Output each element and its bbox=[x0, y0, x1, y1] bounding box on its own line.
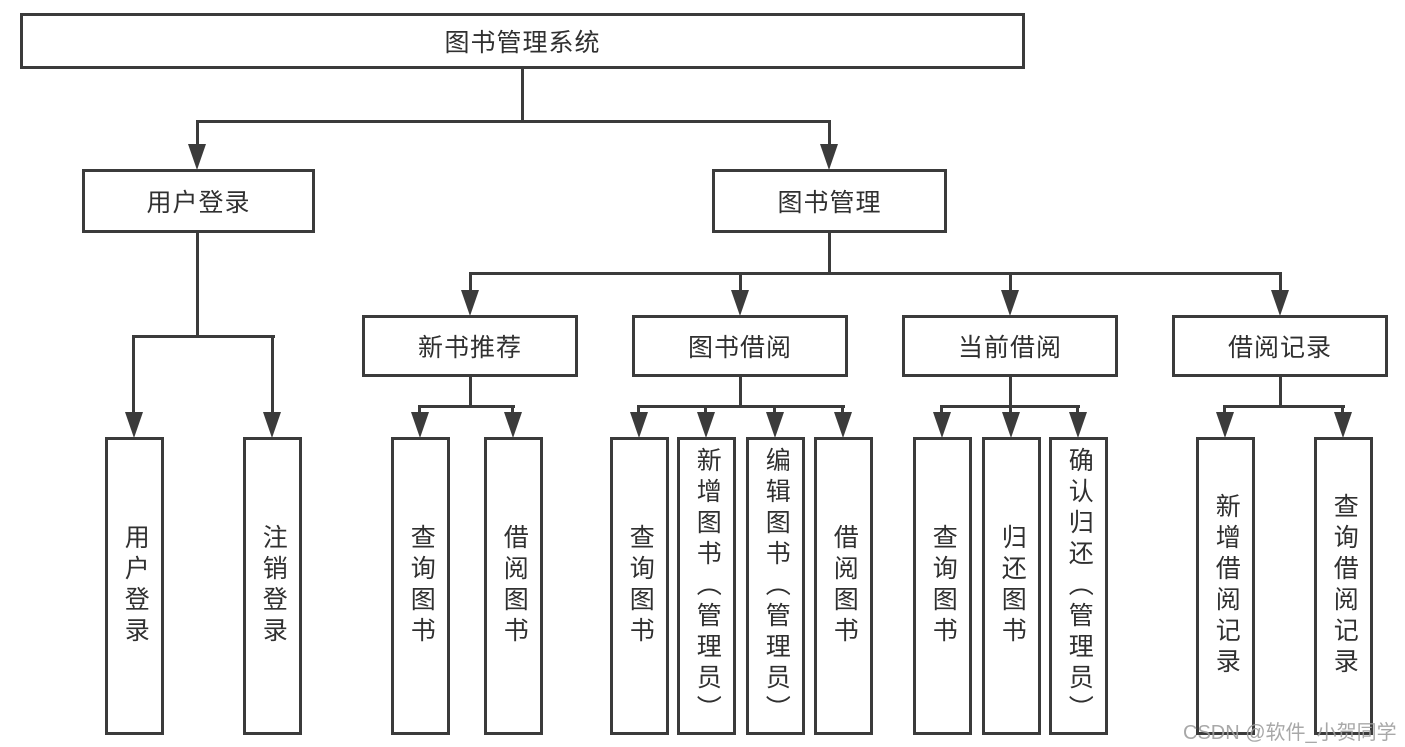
node-label: 查询图书 bbox=[407, 524, 436, 648]
connector-line bbox=[739, 377, 742, 408]
node-label: 用户登录 bbox=[146, 189, 251, 217]
connector-line bbox=[1279, 272, 1282, 296]
arrow-down-icon bbox=[1334, 412, 1352, 438]
leaf-borrow-books: 借阅图书 bbox=[814, 437, 873, 735]
connector-line bbox=[1223, 405, 1345, 408]
connector-line bbox=[1279, 377, 1282, 408]
connector-line bbox=[704, 405, 707, 418]
connector-line bbox=[469, 272, 472, 296]
node-new-book-recommend: 新书推荐 bbox=[362, 315, 578, 377]
arrow-down-icon bbox=[731, 290, 749, 316]
node-label: 图书借阅 bbox=[687, 334, 792, 362]
connector-line bbox=[637, 405, 640, 418]
connector-line bbox=[1009, 377, 1012, 408]
node-label: 借阅图书 bbox=[500, 524, 529, 648]
arrow-down-icon bbox=[411, 412, 429, 438]
arrow-down-icon bbox=[1001, 290, 1019, 316]
arrow-down-icon bbox=[1069, 412, 1087, 438]
connector-line bbox=[1076, 405, 1079, 418]
connector-line bbox=[828, 233, 831, 275]
node-label: 新增图书（管理员） bbox=[693, 446, 722, 726]
leaf-query-borrow-record: 查询借阅记录 bbox=[1314, 437, 1373, 735]
connector-line bbox=[1223, 405, 1226, 418]
node-current-borrow: 当前借阅 bbox=[902, 315, 1118, 377]
leaf-return-books: 归还图书 bbox=[982, 437, 1041, 735]
arrow-down-icon bbox=[1002, 412, 1020, 438]
node-label: 图书管理 bbox=[777, 189, 882, 217]
connector-line bbox=[196, 120, 199, 150]
node-label: 确认归还（管理员） bbox=[1065, 446, 1094, 726]
connector-line bbox=[132, 335, 135, 415]
node-borrow-records: 借阅记录 bbox=[1172, 315, 1388, 377]
connector-line bbox=[196, 120, 831, 123]
leaf-confirm-return-admin: 确认归还（管理员） bbox=[1049, 437, 1108, 735]
node-label: 新增借阅记录 bbox=[1212, 493, 1241, 679]
arrow-down-icon bbox=[125, 412, 143, 438]
connector-line bbox=[418, 405, 421, 418]
arrow-down-icon bbox=[834, 412, 852, 438]
arrow-down-icon bbox=[1216, 412, 1234, 438]
leaf-logout: 注销登录 bbox=[243, 437, 302, 735]
node-library-management-system: 图书管理系统 bbox=[20, 13, 1025, 69]
connector-line bbox=[828, 120, 831, 150]
connector-line bbox=[418, 405, 515, 408]
leaf-add-books-admin: 新增图书（管理员） bbox=[677, 437, 736, 735]
arrow-down-icon bbox=[820, 144, 838, 170]
leaf-edit-books-admin: 编辑图书（管理员） bbox=[746, 437, 805, 735]
connector-line bbox=[1009, 405, 1012, 418]
arrow-down-icon bbox=[188, 144, 206, 170]
leaf-query-books-borrow: 查询图书 bbox=[610, 437, 669, 735]
connector-line bbox=[469, 272, 1282, 275]
node-book-management: 图书管理 bbox=[712, 169, 947, 233]
node-label: 注销登录 bbox=[259, 524, 288, 648]
connector-line bbox=[1009, 272, 1012, 296]
connector-line bbox=[132, 335, 275, 338]
leaf-user-login: 用户登录 bbox=[105, 437, 164, 735]
arrow-down-icon bbox=[1271, 290, 1289, 316]
node-label: 图书管理系统 bbox=[444, 29, 601, 57]
arrow-down-icon bbox=[461, 290, 479, 316]
arrow-down-icon bbox=[630, 412, 648, 438]
connector-line bbox=[1341, 405, 1344, 418]
connector-line bbox=[511, 405, 514, 418]
node-label: 查询图书 bbox=[626, 524, 655, 648]
leaf-query-books-recommend: 查询图书 bbox=[391, 437, 450, 735]
node-label: 编辑图书（管理员） bbox=[762, 446, 791, 726]
node-label: 查询图书 bbox=[929, 524, 958, 648]
node-user-login: 用户登录 bbox=[82, 169, 315, 233]
arrow-down-icon bbox=[933, 412, 951, 438]
node-label: 借阅图书 bbox=[830, 524, 859, 648]
node-label: 用户登录 bbox=[121, 524, 150, 648]
connector-line bbox=[637, 405, 845, 408]
node-label: 归还图书 bbox=[998, 524, 1027, 648]
node-book-borrow: 图书借阅 bbox=[632, 315, 848, 377]
connector-line bbox=[196, 233, 199, 338]
connector-line bbox=[469, 377, 472, 408]
leaf-query-books-current: 查询图书 bbox=[913, 437, 972, 735]
connector-line bbox=[739, 272, 742, 296]
arrow-down-icon bbox=[504, 412, 522, 438]
connector-line bbox=[940, 405, 943, 418]
node-label: 借阅记录 bbox=[1227, 334, 1332, 362]
connector-line bbox=[521, 69, 524, 123]
connector-line bbox=[773, 405, 776, 418]
connector-line bbox=[271, 335, 274, 415]
arrow-down-icon bbox=[766, 412, 784, 438]
node-label: 新书推荐 bbox=[417, 334, 522, 362]
node-label: 查询借阅记录 bbox=[1330, 493, 1359, 679]
node-label: 当前借阅 bbox=[957, 334, 1062, 362]
connector-line bbox=[841, 405, 844, 418]
arrow-down-icon bbox=[263, 412, 281, 438]
leaf-add-borrow-record: 新增借阅记录 bbox=[1196, 437, 1255, 735]
leaf-borrow-books-recommend: 借阅图书 bbox=[484, 437, 543, 735]
arrow-down-icon bbox=[697, 412, 715, 438]
csdn-watermark: CSDN @软件_小贺同学 bbox=[1183, 722, 1397, 744]
